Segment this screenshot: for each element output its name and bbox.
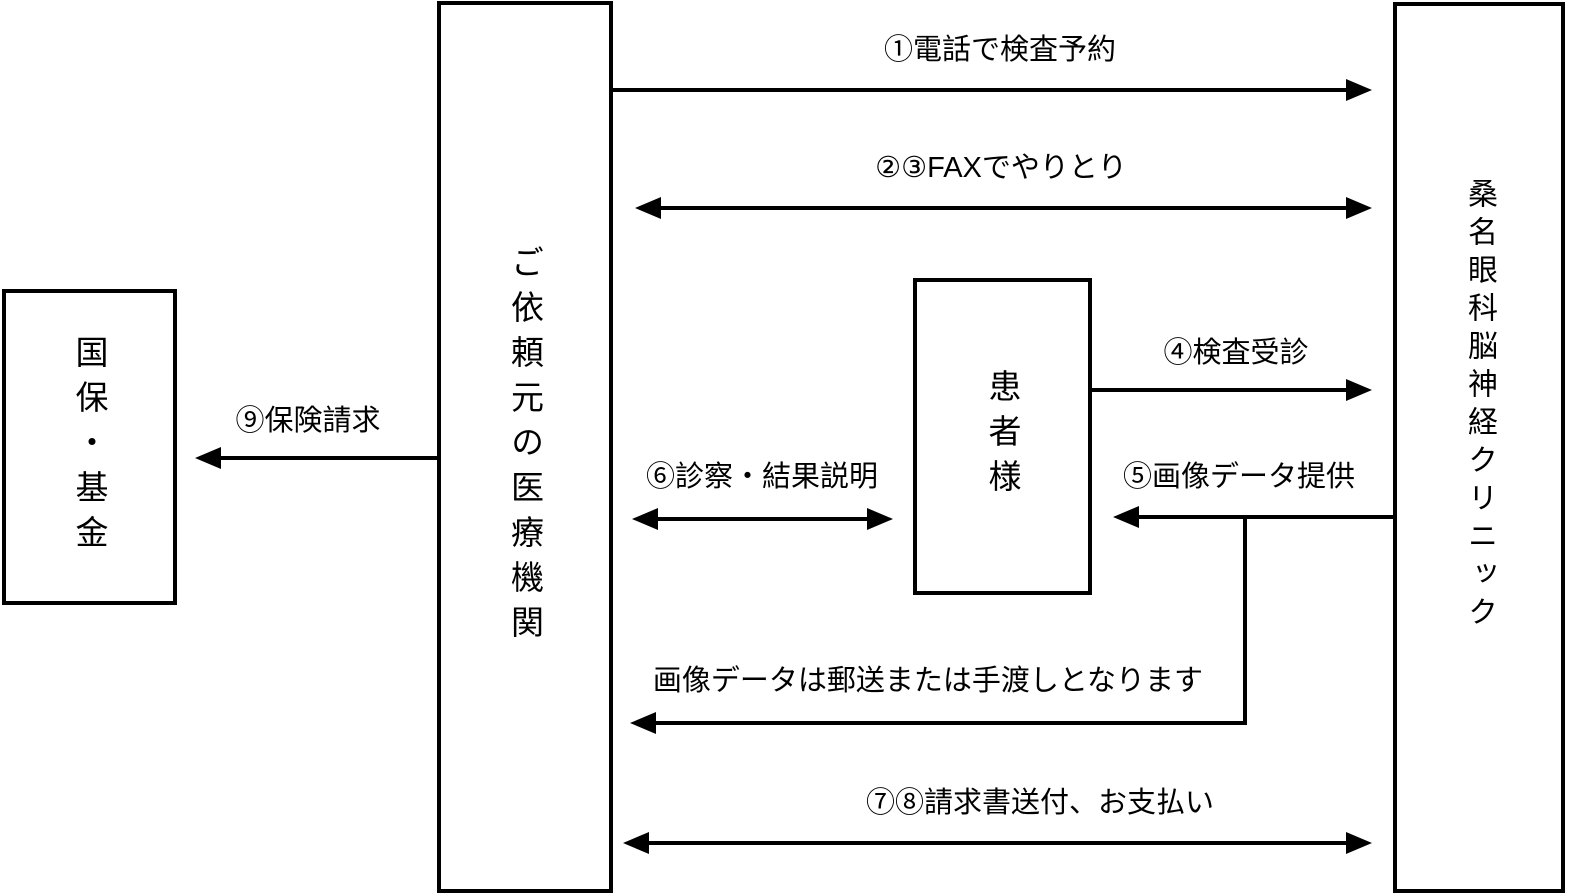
connector-branch-line (1243, 517, 1247, 725)
connector-line (1092, 388, 1348, 392)
insurance-fund-box: 国保・基金 (2, 289, 177, 605)
arrowhead-right-icon (1346, 379, 1372, 401)
patient-box: 患者様 (913, 278, 1092, 595)
connector-label: 画像データは郵送または手渡しとなります (652, 665, 1204, 697)
arrowhead-right-icon (1346, 79, 1372, 101)
connector-label: ⑨保険請求 (235, 405, 381, 437)
clinic-box: 桑名眼科脳神経クリニック (1393, 2, 1565, 893)
connector-label: ④検査受診 (1163, 337, 1309, 369)
connector-line (659, 206, 1348, 210)
arrowhead-left-icon (635, 197, 661, 219)
arrowhead-right-icon (1346, 197, 1372, 219)
connector-label: ②③FAXでやりとり (875, 152, 1127, 184)
connector-line (647, 841, 1348, 845)
connector-label: ⑥診察・結果説明 (645, 461, 879, 493)
arrowhead-left-icon (195, 447, 221, 469)
arrowhead-right-icon (1346, 832, 1372, 854)
connector-label: ⑦⑧請求書送付、お支払い (865, 787, 1215, 819)
arrowhead-left-icon (632, 508, 658, 530)
arrowhead-left-icon (1113, 506, 1139, 528)
referring-institution-box: ご依頼元の医療機関 (437, 1, 613, 893)
arrowhead-right-icon (867, 508, 893, 530)
arrowhead-left-icon (630, 712, 656, 734)
connector-line (219, 456, 437, 460)
connector-line (1137, 515, 1393, 519)
patient-box-label: 患者様 (984, 369, 1021, 504)
connector-label: ①電話で検査予約 (883, 34, 1117, 66)
arrowhead-left-icon (623, 832, 649, 854)
connector-line (656, 517, 869, 521)
connector-line (613, 88, 1348, 92)
clinic-box-label: 桑名眼科脳神経クリニック (1463, 177, 1496, 634)
insurance-fund-box-label: 国保・基金 (71, 334, 108, 560)
referring-institution-box-label: ご依頼元の医療機関 (506, 244, 544, 650)
connector-label: ⑤画像データ提供 (1122, 461, 1356, 493)
connector-line (654, 721, 1247, 725)
